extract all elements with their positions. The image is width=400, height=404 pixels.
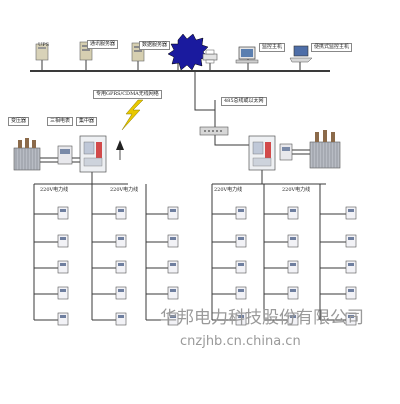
electric-meter-icon <box>345 234 357 248</box>
power-line-label-2: 220V电力线 <box>110 187 139 193</box>
laptop-icon <box>289 45 313 63</box>
electric-meter-icon <box>115 286 127 300</box>
electric-meter-icon <box>345 260 357 274</box>
electric-meter-icon <box>287 286 299 300</box>
electric-meter-icon <box>167 206 179 220</box>
electric-meter-icon <box>235 206 247 220</box>
antenna-icon <box>116 140 124 160</box>
power-line-label-1: 220V电力线 <box>40 187 69 193</box>
electric-meter-icon <box>167 234 179 248</box>
electric-meter-icon <box>57 234 69 248</box>
right-transformer-icon <box>309 130 341 169</box>
electric-meter-icon <box>235 260 247 274</box>
electric-meter-icon <box>115 312 127 326</box>
electric-meter-icon <box>115 234 127 248</box>
meter-branches <box>33 184 346 321</box>
concentrator-label: 集中器 <box>76 117 98 126</box>
electric-meter-icon <box>287 206 299 220</box>
watermark-url: cnzjhb.cn.china.cn <box>180 334 301 349</box>
rs485-bus-label: 485总线或以太网 <box>221 97 267 106</box>
right-three-phase-meter-icon <box>279 143 293 161</box>
comm-server-label: 通讯服务器 <box>87 40 119 49</box>
power-line-label-3: 220V电力线 <box>214 187 243 193</box>
electric-meter-icon <box>287 260 299 274</box>
electric-meter-icon <box>167 312 179 326</box>
electric-meter-icon <box>345 312 357 326</box>
electric-meter-icon <box>345 206 357 220</box>
left-concentrator-icon <box>79 135 107 173</box>
monitor-host-icon <box>235 46 259 64</box>
electric-meter-icon <box>57 312 69 326</box>
gprs-link-label: 专用GPRS/CDMA无线网络 <box>93 90 162 99</box>
electric-meter-icon <box>235 286 247 300</box>
rs485-switch-icon <box>199 126 229 136</box>
watermark-company: 华邦电力科技股份有限公司 <box>160 308 364 328</box>
network-cloud-icon <box>167 33 209 71</box>
db-server-label: 数据服务器 <box>139 41 171 50</box>
lightning-icon <box>121 99 144 131</box>
three-phase-meter-label: 三相电表 <box>47 117 74 126</box>
ups-label: UPS <box>38 42 50 48</box>
power-line-label-4: 220V电力线 <box>282 187 311 193</box>
transformer-label: 变压器 <box>8 117 30 126</box>
electric-meter-icon <box>57 260 69 274</box>
meter-group <box>57 206 357 326</box>
wiring <box>30 55 330 185</box>
electric-meter-icon <box>235 234 247 248</box>
portable-host-label: 便携式监控主机 <box>311 43 353 52</box>
monitor-host-label: 监控主机 <box>259 43 286 52</box>
left-transformer-icon <box>13 138 41 171</box>
electric-meter-icon <box>167 260 179 274</box>
electric-meter-icon <box>287 312 299 326</box>
printer-icon <box>202 49 218 64</box>
right-concentrator-icon <box>248 135 276 171</box>
electric-meter-icon <box>57 206 69 220</box>
electric-meter-icon <box>235 312 247 326</box>
left-three-phase-meter-icon <box>57 145 73 165</box>
ups-icon <box>35 43 49 61</box>
electric-meter-icon <box>167 286 179 300</box>
electric-meter-icon <box>345 286 357 300</box>
electric-meter-icon <box>287 234 299 248</box>
electric-meter-icon <box>115 206 127 220</box>
electric-meter-icon <box>57 286 69 300</box>
electric-meter-icon <box>115 260 127 274</box>
